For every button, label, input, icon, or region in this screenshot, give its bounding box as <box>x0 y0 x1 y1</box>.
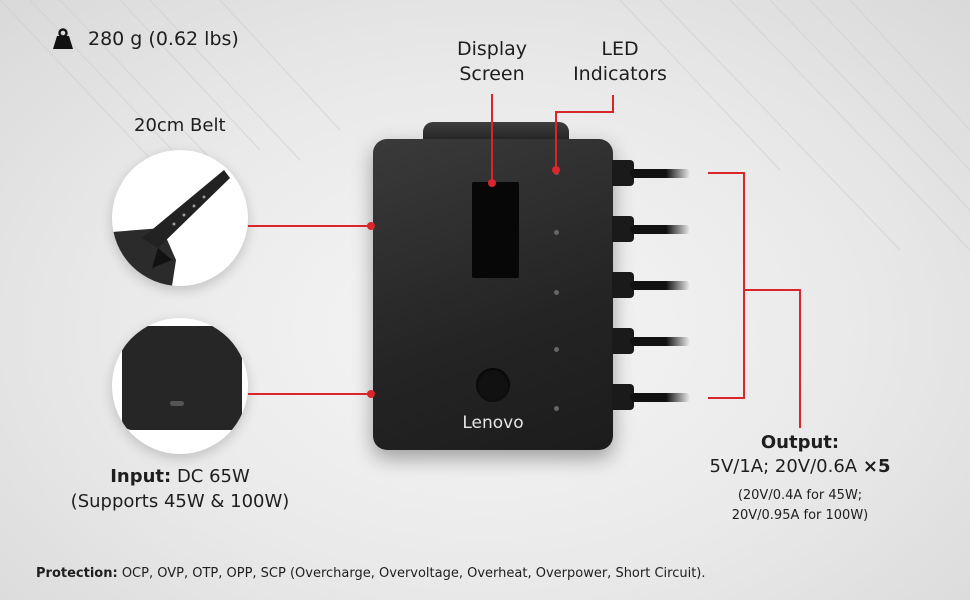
output-label: Output: <box>760 432 840 453</box>
output-note-line1: (20V/0.4A for 45W; <box>737 488 863 503</box>
output-cable <box>630 225 690 234</box>
output-cable <box>630 393 690 402</box>
led-indicator <box>554 290 559 295</box>
led-indicator <box>554 230 559 235</box>
protection-text: OCP, OVP, OTP, OPP, SCP (Overcharge, Ove… <box>121 566 706 581</box>
led-indicator <box>554 406 559 411</box>
output-port <box>612 384 634 410</box>
led-indicator <box>554 347 559 352</box>
led-indicator <box>554 170 559 175</box>
belt-closeup-image <box>112 150 248 286</box>
output-multiplier: ×5 <box>862 456 891 477</box>
led-indicators-label: LED Indicators <box>560 37 680 87</box>
output-port <box>612 272 634 298</box>
input-value-line: Input: DC 65W <box>40 464 320 489</box>
charger-device: Lenovo <box>373 139 613 450</box>
display-screen-label: Display Screen <box>442 37 542 87</box>
output-port <box>612 216 634 242</box>
output-note: (20V/0.4A for 45W; 20V/0.95A for 100W) <box>684 486 916 526</box>
input-port-closeup-image <box>112 318 248 454</box>
output-cable <box>630 169 690 178</box>
output-port <box>612 328 634 354</box>
input-label: Input: <box>110 466 172 487</box>
input-note: (Supports 45W & 100W) <box>70 491 290 512</box>
input-info: Input: DC 65W (Supports 45W & 100W) <box>40 464 320 514</box>
display-screen-label-line1: Display <box>456 38 528 60</box>
input-port-illustration <box>122 326 242 430</box>
led-indicators-label-line2: Indicators <box>573 63 667 85</box>
weight-info: 280 g (0.62 lbs) <box>52 28 239 50</box>
belt-label: 20cm Belt <box>134 115 226 136</box>
brand-logo: Lenovo <box>462 413 524 433</box>
output-value: 5V/1A; 20V/0.6A <box>709 456 858 477</box>
input-value: DC 65W <box>176 466 250 487</box>
output-note-line2: 20V/0.95A for 100W) <box>731 508 869 523</box>
protection-label: Protection: <box>36 566 118 581</box>
weight-text: 280 g (0.62 lbs) <box>88 28 239 50</box>
display-screen <box>472 182 519 278</box>
protection-info: Protection: OCP, OVP, OTP, OPP, SCP (Ove… <box>36 566 706 581</box>
belt-illustration <box>112 170 230 286</box>
output-port <box>612 160 634 186</box>
weight-icon <box>53 28 73 49</box>
power-button[interactable] <box>476 368 510 402</box>
output-value-line: 5V/1A; 20V/0.6A ×5 <box>684 456 916 477</box>
output-cable <box>630 337 690 346</box>
output-cable <box>630 281 690 290</box>
display-screen-label-line2: Screen <box>459 63 525 85</box>
led-indicators-label-line1: LED <box>601 38 639 60</box>
